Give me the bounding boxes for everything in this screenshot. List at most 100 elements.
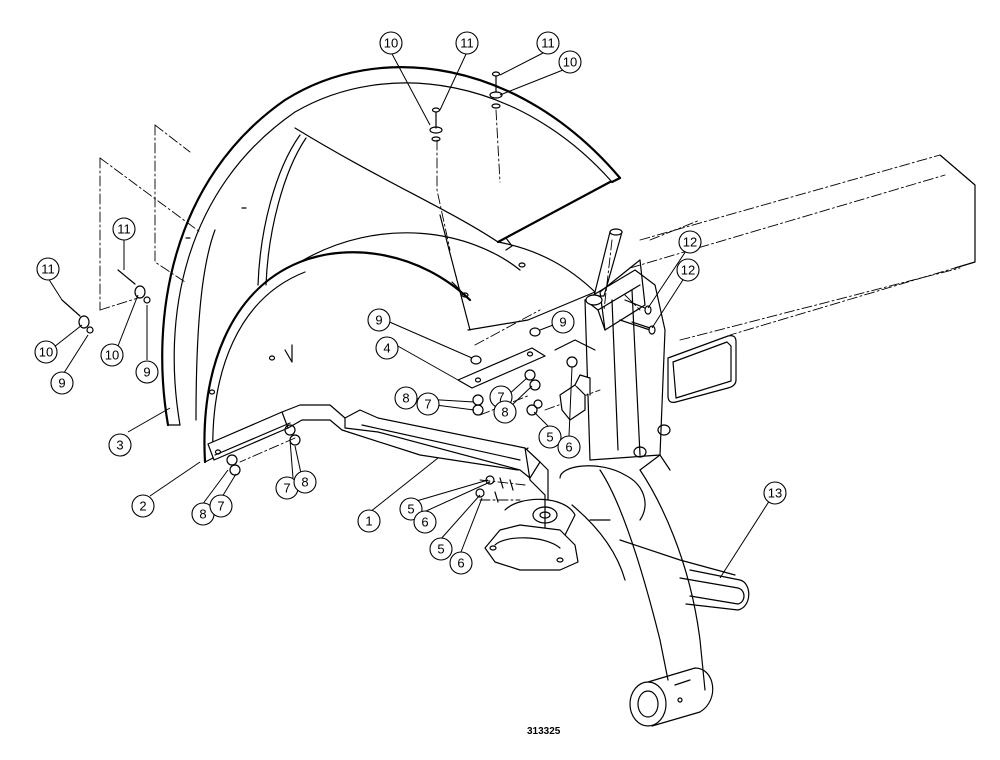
callout-circle [429, 537, 453, 561]
callout-10: 10 [558, 50, 582, 74]
callout-label: 8 [199, 507, 206, 522]
callout-7: 7 [209, 494, 233, 518]
callout-circle [131, 494, 155, 518]
callout-label: 8 [301, 475, 308, 490]
callout-label: 5 [546, 430, 553, 445]
callout-11: 11 [36, 257, 60, 281]
callout-4: 4 [375, 336, 399, 360]
callout-label: 10 [39, 345, 53, 360]
callout-6: 6 [413, 510, 437, 534]
callout-circle [551, 310, 575, 334]
callout-9: 9 [50, 371, 74, 395]
callout-10: 10 [379, 31, 403, 55]
callout-circle [394, 386, 418, 410]
callout-6: 6 [557, 435, 581, 459]
callout-label: 5 [437, 542, 444, 557]
callout-circle [293, 470, 317, 494]
base-plate [484, 498, 579, 571]
callout-label: 12 [681, 263, 695, 278]
callout-label: 12 [683, 235, 697, 250]
callout-label: 6 [421, 515, 428, 530]
callout-1: 1 [357, 509, 381, 533]
main-frame [554, 228, 736, 727]
callout-circle [413, 510, 437, 534]
callout-circle [763, 481, 787, 505]
callout-label: 9 [143, 365, 150, 380]
callout-circle [209, 494, 233, 518]
callout-label: 2 [139, 499, 146, 514]
callout-circle [357, 509, 381, 533]
explosion-lines [99, 109, 701, 501]
callout-8: 8 [191, 502, 215, 526]
callout-label: 7 [217, 499, 224, 514]
strap-plate [457, 347, 546, 389]
callout-5: 5 [538, 425, 562, 449]
callout-label: 10 [384, 36, 398, 51]
callout-circle [536, 31, 560, 55]
callout-label: 6 [565, 440, 572, 455]
callout-label: 13 [768, 486, 782, 501]
callout-label: 11 [460, 36, 474, 51]
callout-label: 8 [501, 405, 508, 420]
callout-circle [416, 392, 440, 416]
callout-11: 11 [112, 217, 136, 241]
callout-label: 11 [541, 36, 555, 51]
callout-10: 10 [100, 343, 124, 367]
fasteners [61, 71, 656, 503]
callout-label: 7 [497, 390, 504, 405]
callout-circle [135, 360, 159, 384]
callout-circle [108, 433, 132, 457]
bracket-arm [344, 409, 549, 531]
callout-label: 9 [58, 376, 65, 391]
callout-8: 8 [293, 470, 317, 494]
callout-label: 7 [424, 397, 431, 412]
callout-9: 9 [135, 360, 159, 384]
callout-10: 10 [34, 340, 58, 364]
inner-fender [203, 232, 529, 471]
boom-outline [629, 154, 976, 403]
callout-circle [558, 50, 582, 74]
callout-8: 8 [493, 400, 517, 424]
callout-label: 9 [559, 315, 566, 330]
callout-circle [557, 435, 581, 459]
callout-11: 11 [455, 31, 479, 55]
drawing-number: 313325 [527, 726, 561, 737]
outer-fender [161, 66, 622, 427]
callout-circle [538, 425, 562, 449]
callout-circle [676, 258, 700, 282]
callout-2: 2 [131, 494, 155, 518]
callout-circle [449, 551, 473, 575]
callout-6: 6 [449, 551, 473, 575]
callout-circle [112, 217, 136, 241]
callout-label: 6 [457, 556, 464, 571]
callout-label: 11 [41, 262, 55, 277]
callout-3: 3 [108, 433, 132, 457]
callout-12: 12 [678, 230, 702, 254]
callout-label: 10 [563, 55, 577, 70]
callout-label: 3 [116, 438, 123, 453]
callout-circle [50, 371, 74, 395]
callout-circle [100, 343, 124, 367]
callout-circle [493, 400, 517, 424]
handle [679, 569, 750, 611]
callout-7: 7 [416, 392, 440, 416]
callout-label: 11 [117, 222, 131, 237]
callout-label: 7 [283, 481, 290, 496]
callout-circle [379, 31, 403, 55]
callout-circle [375, 336, 399, 360]
callout-5: 5 [429, 537, 453, 561]
callout-circle [678, 230, 702, 254]
callout-label: 4 [383, 341, 390, 356]
callout-circle [455, 31, 479, 55]
callout-9: 9 [551, 310, 575, 334]
callout-13: 13 [763, 481, 787, 505]
callout-12: 12 [676, 258, 700, 282]
callout-circle [367, 308, 391, 332]
callout-label: 1 [365, 514, 372, 529]
callout-circle [36, 257, 60, 281]
callout-label: 5 [407, 502, 414, 517]
callout-8: 8 [394, 386, 418, 410]
callout-label: 10 [105, 348, 119, 363]
